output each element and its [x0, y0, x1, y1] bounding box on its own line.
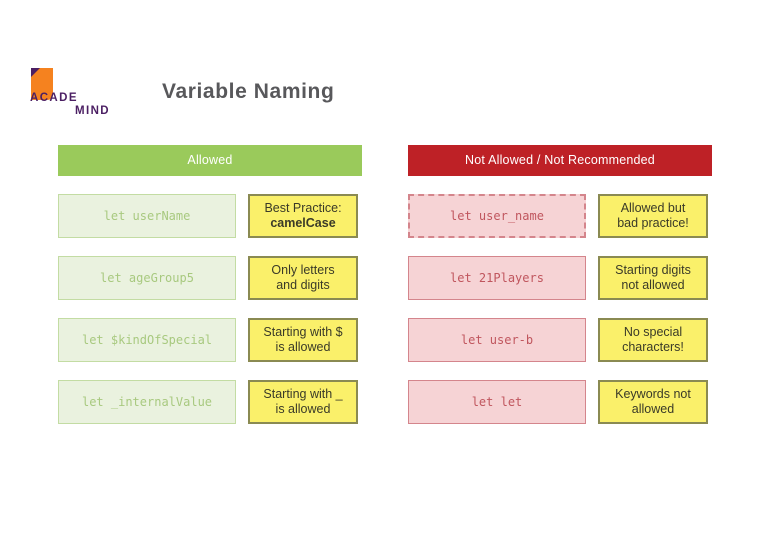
example-row: let ageGroup5 Only letters and digits — [58, 256, 362, 300]
note-line-1: Only letters — [271, 263, 335, 277]
comparison-columns: Allowed let userName Best Practice: came… — [0, 145, 768, 424]
example-row: let user-b No special characters! — [408, 318, 712, 362]
page-title: Variable Naming — [162, 80, 335, 103]
code-card: let ageGroup5 — [58, 256, 236, 300]
note-card: Only letters and digits — [248, 256, 358, 300]
note-line-2: not allowed — [621, 278, 685, 292]
code-card: let 21Players — [408, 256, 586, 300]
note-line-2: is allowed — [275, 340, 331, 354]
example-row: let 21Players Starting digits not allowe… — [408, 256, 712, 300]
code-card: let _internalValue — [58, 380, 236, 424]
note-line-2: is allowed — [275, 402, 331, 416]
slide-header: ACADE MIND Variable Naming — [26, 68, 335, 118]
code-card: let userName — [58, 194, 236, 238]
column-allowed: Allowed let userName Best Practice: came… — [58, 145, 362, 424]
example-row: let $kindOfSpecial Starting with $ is al… — [58, 318, 362, 362]
note-line-1: Starting with $ — [263, 325, 343, 339]
example-row: let let Keywords not allowed — [408, 380, 712, 424]
note-line-1: Starting with _ — [263, 387, 343, 401]
column-not-allowed: Not Allowed / Not Recommended let user_n… — [408, 145, 712, 424]
code-card: let user-b — [408, 318, 586, 362]
note-line-2: characters! — [622, 340, 684, 354]
column-header-allowed: Allowed — [58, 145, 362, 176]
note-line-1: Best Practice: — [264, 201, 342, 215]
note-line-1: Keywords not — [615, 387, 691, 401]
note-line-1: Allowed but — [620, 201, 686, 215]
code-card: let $kindOfSpecial — [58, 318, 236, 362]
code-card: let user_name — [408, 194, 586, 238]
note-line-2: camelCase — [270, 216, 336, 230]
example-row: let userName Best Practice: camelCase — [58, 194, 362, 238]
note-line-1: Starting digits — [615, 263, 691, 277]
logo-wordmark: ACADE MIND — [26, 92, 122, 118]
logo-flag-icon — [31, 68, 53, 100]
note-line-2: bad practice! — [617, 216, 689, 230]
note-card: Best Practice: camelCase — [248, 194, 358, 238]
logo-line-2: MIND — [75, 105, 110, 117]
note-line-2: and digits — [276, 278, 330, 292]
note-card: No special characters! — [598, 318, 708, 362]
example-row: let user_name Allowed but bad practice! — [408, 194, 712, 238]
example-row: let _internalValue Starting with _ is al… — [58, 380, 362, 424]
logo-line-1: ACADE — [30, 92, 78, 104]
note-card: Starting digits not allowed — [598, 256, 708, 300]
note-line-1: No special — [623, 325, 683, 339]
note-card: Allowed but bad practice! — [598, 194, 708, 238]
column-header-not-allowed: Not Allowed / Not Recommended — [408, 145, 712, 176]
note-card: Starting with $ is allowed — [248, 318, 358, 362]
note-card: Keywords not allowed — [598, 380, 708, 424]
code-card: let let — [408, 380, 586, 424]
note-line-2: allowed — [631, 402, 675, 416]
academind-logo: ACADE MIND — [26, 68, 122, 118]
note-card: Starting with _ is allowed — [248, 380, 358, 424]
